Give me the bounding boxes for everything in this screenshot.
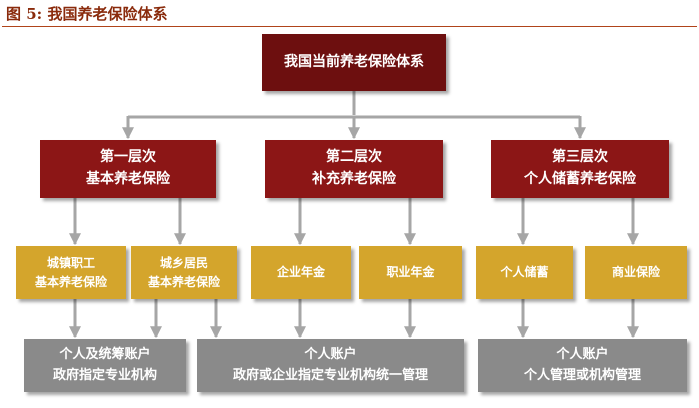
account-node-2: 个人账户 政府或企业指定专业机构统一管理 <box>197 339 464 392</box>
account-3-line-1: 个人账户 <box>556 347 609 363</box>
root-label: 我国当前养老保险体系 <box>284 53 424 70</box>
account-1-line-2: 政府指定专业机构 <box>52 367 157 383</box>
account-3-line-2: 个人管理或机构管理 <box>523 367 641 383</box>
sub-commercial-label: 商业保险 <box>611 265 660 280</box>
sub-enterprise-label: 企业年金 <box>276 265 325 280</box>
sub-rural-line-1: 城乡居民 <box>159 255 208 270</box>
account-node-1: 个人及统筹账户 政府指定专业机构 <box>24 339 186 392</box>
sub-node-enterprise-annuity: 企业年金 <box>251 246 351 299</box>
sub-urban-line-2: 基本养老保险 <box>34 274 107 289</box>
tier-1-node: 第一层次 基本养老保险 <box>40 140 216 198</box>
tier-2-desc: 补充养老保险 <box>312 171 396 187</box>
sub-node-urban-rural-resident: 城乡居民 基本养老保险 <box>131 246 237 299</box>
tier-1-name: 第一层次 <box>100 149 156 166</box>
tier-2-node: 第二层次 补充养老保险 <box>265 140 443 198</box>
figure-label: 图 5: <box>6 5 43 23</box>
sub-node-commercial-insurance: 商业保险 <box>585 246 687 299</box>
account-2-line-2: 政府或企业指定专业机构统一管理 <box>232 367 428 383</box>
sub-node-urban-employee: 城镇职工 基本养老保险 <box>16 246 126 299</box>
tier-2-name: 第二层次 <box>326 149 382 166</box>
root-node: 我国当前养老保险体系 <box>262 34 446 91</box>
title-divider <box>2 26 697 27</box>
tier-1-desc: 基本养老保险 <box>86 171 170 187</box>
account-node-3: 个人账户 个人管理或机构管理 <box>478 339 687 392</box>
figure-caption: 我国养老保险体系 <box>47 5 168 23</box>
sub-node-personal-savings: 个人储蓄 <box>476 246 573 299</box>
tier-3-desc: 个人储蓄养老保险 <box>524 171 636 187</box>
tier-3-name: 第三层次 <box>552 149 608 166</box>
account-1-line-1: 个人及统筹账户 <box>59 347 151 363</box>
sub-node-occupational-annuity: 职业年金 <box>359 246 462 299</box>
sub-occupational-label: 职业年金 <box>386 265 435 280</box>
figure-title: 图 5: 我国养老保险体系 <box>6 3 167 24</box>
sub-rural-line-2: 基本养老保险 <box>147 274 220 289</box>
tier-3-node: 第三层次 个人储蓄养老保险 <box>491 140 669 198</box>
sub-urban-line-1: 城镇职工 <box>46 255 95 270</box>
sub-savings-label: 个人储蓄 <box>500 265 549 280</box>
account-2-line-1: 个人账户 <box>304 347 357 363</box>
